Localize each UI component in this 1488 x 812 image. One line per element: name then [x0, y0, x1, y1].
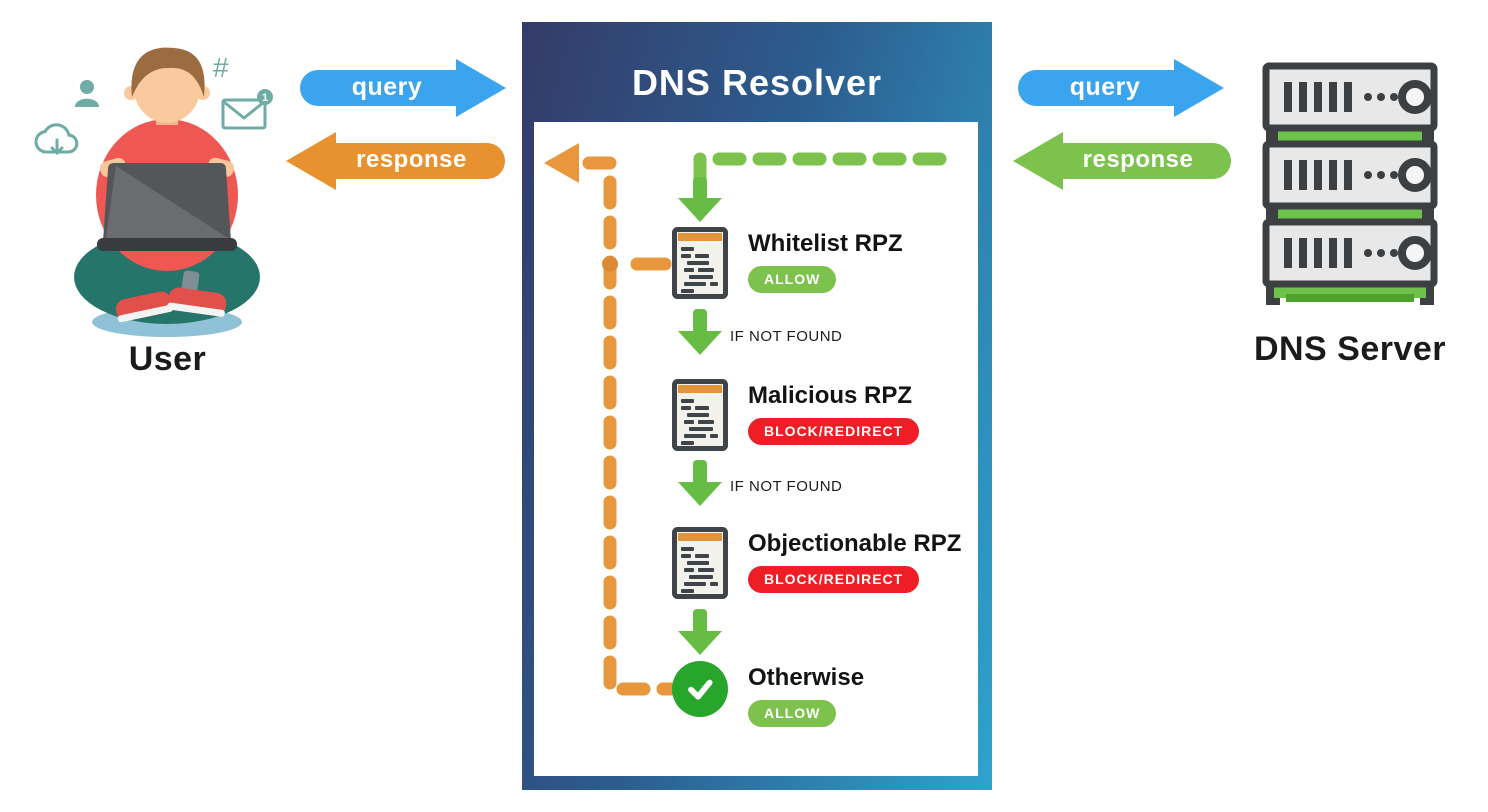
server-rack-icon — [1262, 62, 1438, 305]
arrow-head-icon — [456, 59, 506, 117]
orange-dashed-flow — [582, 156, 679, 696]
flow-lines — [544, 143, 965, 696]
step-badge: ALLOW — [748, 700, 837, 727]
query-arrow-label: query — [351, 72, 423, 101]
resolver-panel: IF NOT FOUND IF NOT FOUND — [534, 122, 978, 776]
step-whitelist-rpz: Whitelist RPZ ALLOW — [672, 227, 903, 299]
user-label: User — [128, 340, 207, 378]
orange-flow-junction-dot — [602, 256, 618, 272]
cloud-download-icon — [34, 123, 79, 156]
response-arrow-label: response — [356, 146, 467, 173]
policy-document-icon — [672, 527, 728, 599]
step-otherwise: Otherwise ALLOW — [672, 661, 864, 727]
policy-document-icon — [672, 227, 728, 299]
response-arrow-server-to-resolver: response — [1013, 132, 1231, 190]
check-circle-icon — [672, 661, 728, 717]
query-arrow-user-to-resolver: query — [300, 59, 506, 117]
step-title: Malicious RPZ — [748, 382, 913, 409]
query-arrow-resolver-to-server: query — [1018, 59, 1224, 117]
if-not-found-label: IF NOT FOUND — [730, 328, 843, 345]
arrow-head-icon — [1174, 59, 1224, 117]
person-icon — [75, 80, 99, 107]
down-arrow-icon — [678, 309, 722, 355]
query-arrow-label: query — [1069, 72, 1141, 101]
server-label: DNS Server — [1253, 330, 1447, 368]
resolver-title: DNS Resolver — [631, 62, 883, 103]
step-objectionable-rpz: Objectionable RPZ BLOCK/REDIRECT — [672, 527, 961, 599]
down-arrow-icon — [678, 177, 722, 222]
response-arrow-resolver-to-user: response — [286, 132, 505, 190]
hashtag-icon: # — [213, 52, 229, 83]
response-arrow-label: response — [1082, 146, 1194, 173]
if-not-found-label: IF NOT FOUND — [730, 478, 843, 495]
envelope-icon: 1 — [221, 89, 273, 130]
green-dashed-flow — [693, 152, 965, 187]
step-title: Objectionable RPZ — [748, 530, 962, 557]
step-badge: ALLOW — [748, 266, 837, 293]
policy-document-icon — [672, 379, 728, 451]
down-arrow-icon — [678, 609, 722, 655]
step-malicious-rpz: Malicious RPZ BLOCK/REDIRECT — [672, 379, 920, 451]
orange-flow-arrowhead-icon — [544, 143, 579, 183]
dns-resolver-box: DNS Resolver — [522, 22, 992, 790]
down-arrow-icon — [678, 460, 722, 506]
notification-badge-count: 1 — [262, 92, 268, 104]
step-badge: BLOCK/REDIRECT — [748, 566, 920, 593]
step-title: Whitelist RPZ — [748, 230, 903, 257]
step-badge: BLOCK/REDIRECT — [748, 418, 920, 445]
step-title: Otherwise — [748, 664, 865, 691]
notification-badge — [257, 89, 273, 105]
user-illustration — [74, 47, 260, 337]
